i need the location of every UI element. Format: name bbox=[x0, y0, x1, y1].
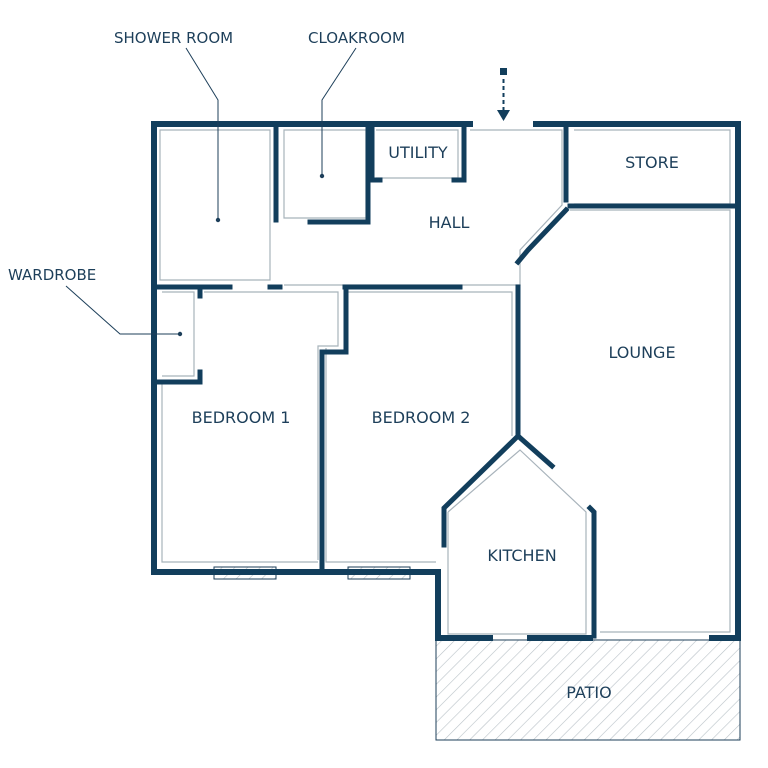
label-kitchen: KITCHEN bbox=[487, 546, 556, 565]
label-store: STORE bbox=[625, 153, 679, 172]
patio-area bbox=[435, 639, 741, 741]
label-shower-room: SHOWER ROOM bbox=[114, 29, 233, 47]
dashed-down-arrow-icon bbox=[497, 68, 510, 121]
exterior-walls bbox=[151, 121, 741, 641]
label-wardrobe: WARDROBE bbox=[8, 266, 96, 284]
label-lounge: LOUNGE bbox=[608, 343, 675, 362]
interior-walls bbox=[154, 124, 737, 639]
callout-leaders bbox=[65, 47, 357, 337]
label-bedroom-1: BEDROOM 1 bbox=[192, 408, 291, 427]
label-bedroom-2: BEDROOM 2 bbox=[372, 408, 471, 427]
inner-finish-lines bbox=[159, 129, 731, 635]
label-utility: UTILITY bbox=[388, 143, 448, 162]
label-cloakroom: CLOAKROOM bbox=[308, 29, 405, 47]
label-patio: PATIO bbox=[566, 683, 611, 702]
label-hall: HALL bbox=[429, 213, 470, 232]
